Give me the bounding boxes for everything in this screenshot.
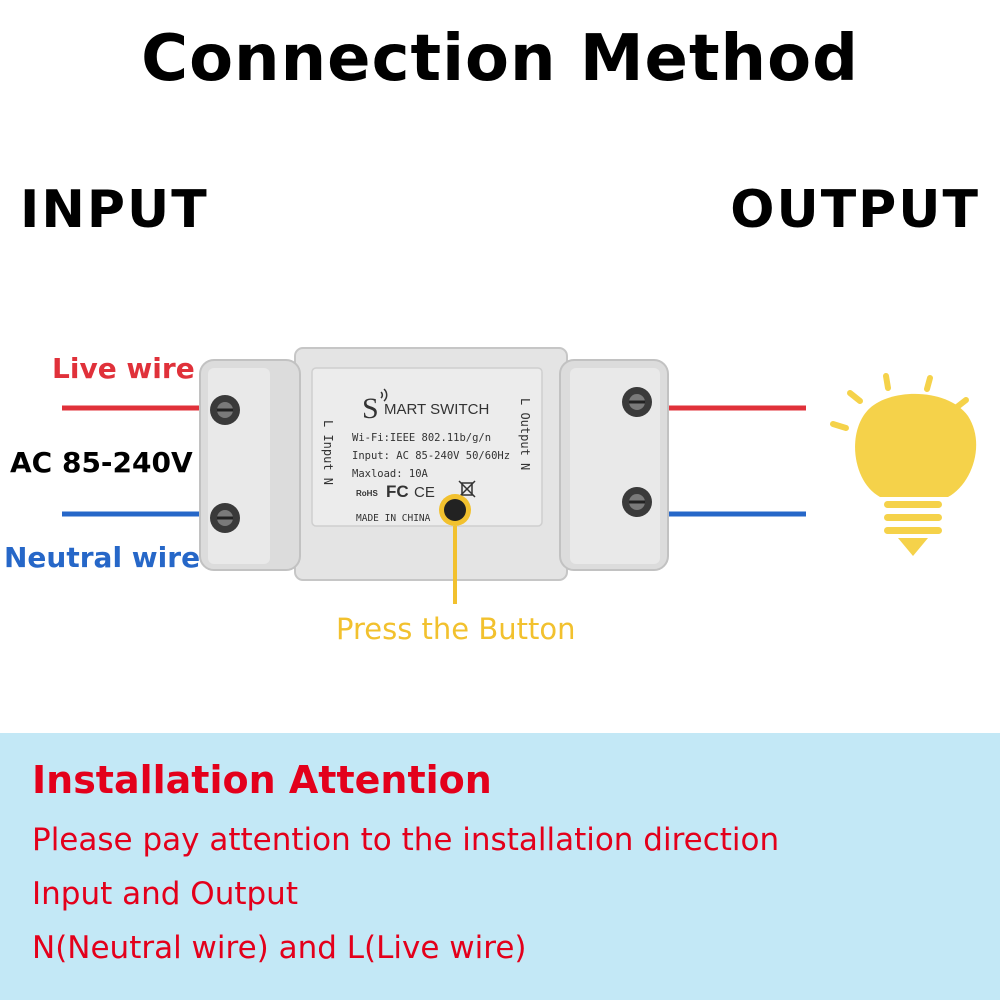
- output-heading: OUTPUT: [730, 180, 980, 240]
- terminal-screw-icon: [622, 487, 652, 517]
- smart-switch-device: S MART SWITCH Wi-Fi:IEEE 802.11b/g/n Inp…: [199, 347, 669, 581]
- cert-fc: FC: [386, 482, 409, 501]
- live-wire-label: Live wire: [52, 352, 195, 385]
- terminal-screw-icon: [210, 395, 240, 425]
- press-button-label: Press the Button: [336, 612, 576, 646]
- cert-ce: CE: [414, 484, 435, 501]
- neutral-wire-label: Neutral wire: [4, 541, 201, 574]
- switch-brand: MART SWITCH: [384, 401, 489, 418]
- pairing-button[interactable]: [439, 494, 471, 526]
- made-in-label: MADE IN CHINA: [356, 513, 431, 524]
- input-heading: INPUT: [20, 180, 209, 240]
- connection-diagram: S MART SWITCH Wi-Fi:IEEE 802.11b/g/n Inp…: [62, 347, 977, 604]
- spec-input: Input: AC 85-240V 50/60Hz: [352, 450, 510, 462]
- spec-wifi: Wi-Fi:IEEE 802.11b/g/n: [352, 432, 491, 444]
- side-label-output: L Output N: [518, 398, 532, 470]
- switch-brand-s: S: [362, 392, 379, 425]
- terminal-screw-icon: [210, 503, 240, 533]
- weee-bin-icon: [458, 480, 476, 498]
- terminal-screw-icon: [622, 387, 652, 417]
- light-bulb-icon: [830, 373, 977, 556]
- attention-title: Installation Attention: [32, 758, 492, 802]
- wifi-signal-icon: [380, 388, 388, 402]
- attention-line: N(Neutral wire) and L(Live wire): [32, 930, 527, 966]
- attention-panel: [0, 733, 1000, 1000]
- spec-maxload: Maxload: 10A: [352, 468, 429, 480]
- cert-rohs: RoHS: [356, 489, 378, 498]
- side-label-input: L Input N: [321, 420, 335, 485]
- ac-voltage-label: AC 85-240V: [10, 446, 193, 479]
- page-title: Connection Method: [141, 22, 859, 96]
- attention-line: Please pay attention to the installation…: [32, 822, 780, 858]
- attention-line: Input and Output: [32, 876, 298, 912]
